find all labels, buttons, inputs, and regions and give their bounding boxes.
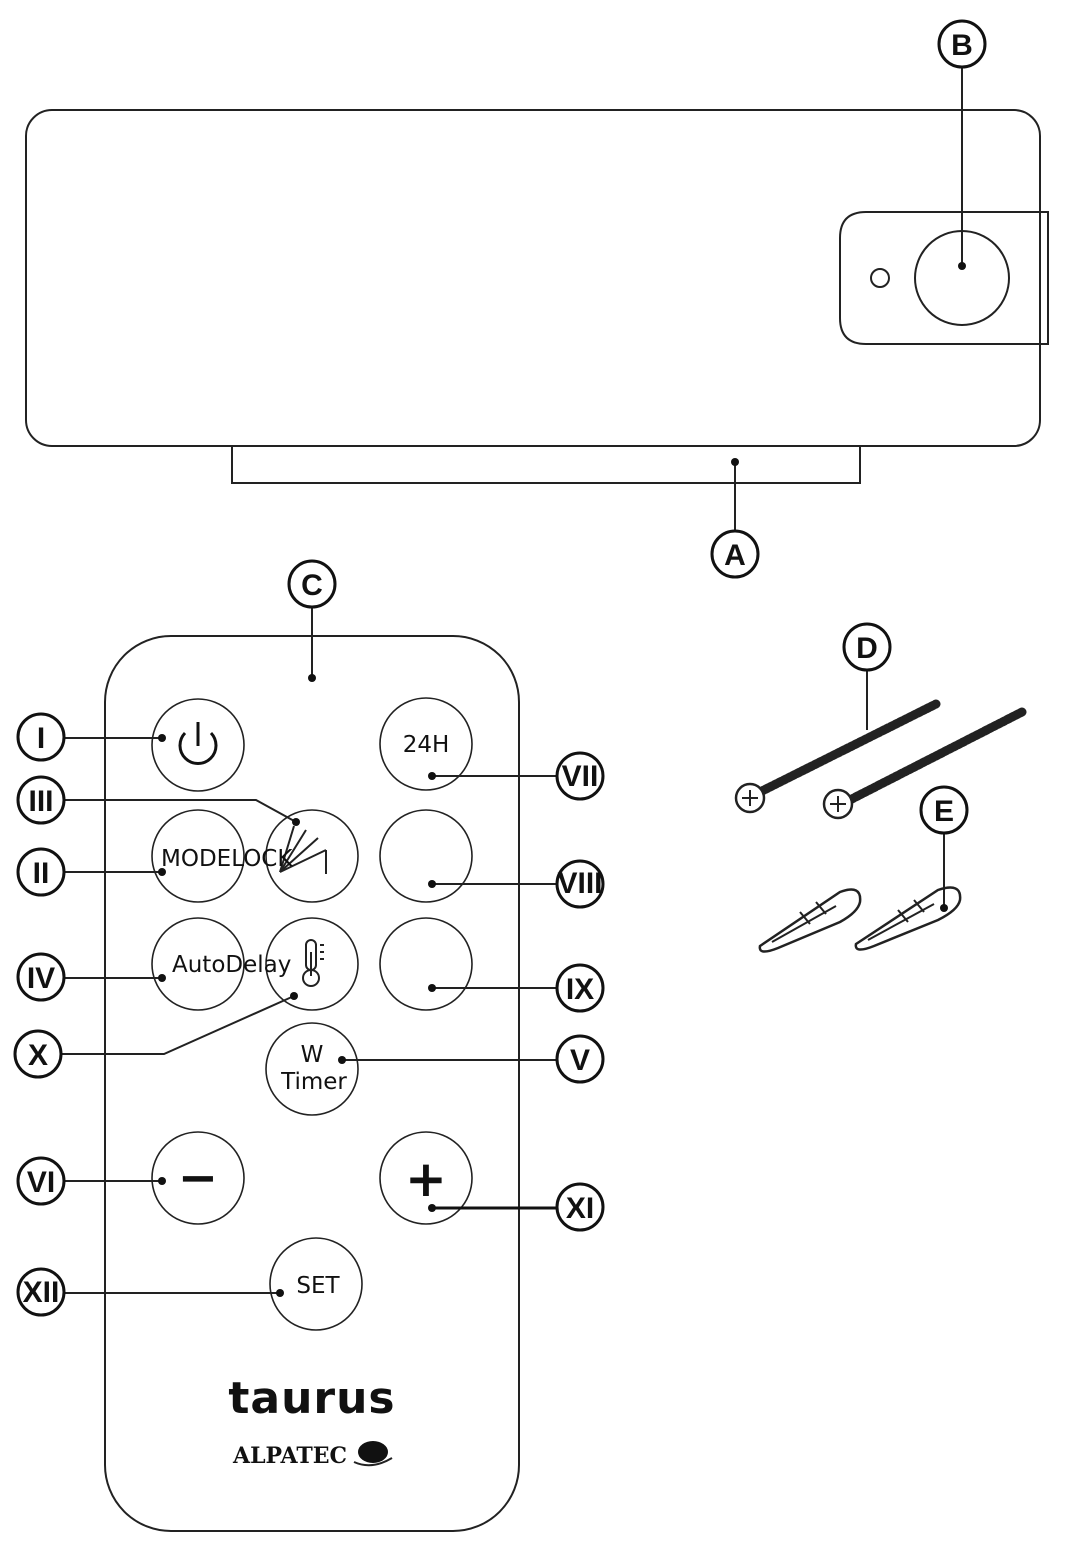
oscillation-icon: [279, 825, 327, 874]
callout-ii: II: [16, 847, 66, 897]
callout-c: C: [287, 559, 337, 609]
callout-d: D: [842, 622, 892, 672]
mounting-screws: [734, 699, 1027, 820]
minus-label: −: [178, 1150, 218, 1206]
svg-text:D: D: [856, 632, 878, 665]
plus-button[interactable]: +: [379, 1131, 473, 1225]
lock-oscillation-button[interactable]: [265, 809, 359, 903]
power-button[interactable]: [151, 698, 245, 792]
wall-plug-left: [758, 888, 862, 953]
svg-text:III: III: [28, 785, 53, 818]
hours24-button[interactable]: 24H: [379, 697, 473, 791]
svg-text:E: E: [934, 795, 954, 828]
minus-button[interactable]: −: [151, 1131, 245, 1225]
heater-body: [25, 109, 1041, 447]
thermometer-icon: [302, 939, 324, 987]
wall-plugs: [758, 886, 962, 953]
svg-text:A: A: [724, 539, 746, 572]
heater-unit: [25, 109, 1049, 484]
svg-text:C: C: [301, 569, 323, 602]
screw-left: [734, 699, 941, 814]
watt-timer-button[interactable]: W Timer: [265, 1022, 359, 1116]
svg-text:VIII: VIII: [557, 867, 602, 900]
callout-x: X: [13, 1029, 63, 1079]
callout-a: A: [710, 529, 760, 579]
brand-logo: taurus: [228, 1373, 395, 1424]
callout-ix: IX: [555, 963, 605, 1013]
sub-brand-logo: ALPATEC: [232, 1443, 347, 1469]
alpatec-logo-icon: [353, 1441, 393, 1467]
wall-plug-right: [854, 886, 962, 951]
mode-label: MODELOCK: [161, 846, 293, 872]
callout-iii: III: [16, 775, 66, 825]
callout-viii: VIII: [555, 859, 605, 909]
callout-v: V: [555, 1034, 605, 1084]
delay-thermostat-button[interactable]: [265, 917, 359, 1011]
svg-text:VII: VII: [562, 760, 599, 793]
svg-text:X: X: [28, 1039, 48, 1072]
timer-label: Timer: [280, 1069, 347, 1095]
callout-i: I: [16, 712, 66, 762]
power-icon: [178, 722, 218, 765]
svg-text:IV: IV: [27, 962, 55, 995]
svg-text:VI: VI: [27, 1166, 55, 1199]
heater-indicator-light: [870, 268, 890, 288]
set-label: SET: [296, 1273, 340, 1299]
callout-vii: VII: [555, 751, 605, 801]
blank-button-ix[interactable]: [379, 917, 473, 1011]
heater-base-strip: [231, 445, 861, 484]
blank-button-viii[interactable]: [379, 809, 473, 903]
heater-control-panel: [839, 211, 1049, 345]
hours24-label: 24H: [403, 732, 450, 758]
callout-b: B: [937, 19, 987, 69]
watt-label: W: [301, 1042, 324, 1068]
svg-text:V: V: [570, 1044, 590, 1077]
svg-text:I: I: [37, 722, 45, 755]
svg-text:XI: XI: [566, 1192, 594, 1225]
svg-text:IX: IX: [566, 973, 594, 1006]
svg-text:II: II: [33, 857, 50, 890]
callout-xi: XI: [555, 1182, 605, 1232]
remote-control: 24H MODELOCK: [104, 635, 520, 1532]
callout-iv: IV: [16, 952, 66, 1002]
set-button[interactable]: SET: [269, 1237, 363, 1331]
auto-button[interactable]: [151, 917, 245, 1011]
callout-e: E: [919, 785, 969, 835]
svg-text:B: B: [951, 29, 973, 62]
screw-right: [822, 707, 1027, 820]
callout-vi: VI: [16, 1156, 66, 1206]
auto-delay-label: AutoDelay: [172, 952, 291, 978]
callout-xii: XII: [16, 1267, 66, 1317]
plus-label: +: [405, 1150, 447, 1208]
mode-button[interactable]: [151, 809, 245, 903]
svg-text:XII: XII: [23, 1276, 60, 1309]
